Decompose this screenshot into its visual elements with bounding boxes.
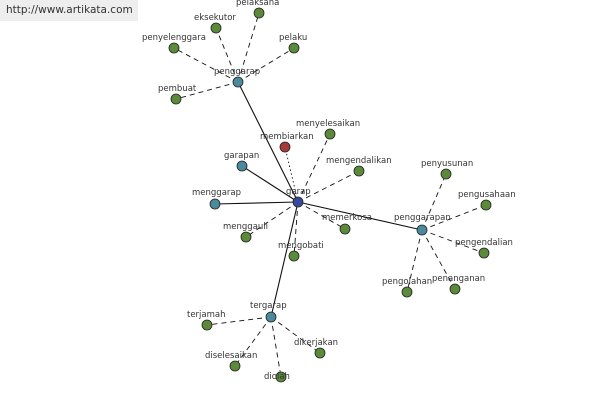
- node-label-garapan[interactable]: garapan: [224, 151, 259, 161]
- node-label-membiarkan[interactable]: membiarkan: [260, 132, 314, 142]
- edge-penggarapan-pengendalian: [421, 229, 485, 254]
- edge-penggarapan-penyusunan: [421, 173, 447, 231]
- node-label-menyelesaikan[interactable]: menyelesaikan: [296, 119, 360, 129]
- node-label-pengendalian[interactable]: pengendalian: [455, 238, 513, 248]
- node-label-diolah[interactable]: diolah: [264, 372, 290, 382]
- node-garap[interactable]: [292, 196, 304, 208]
- edge-tergarap-terjamah: [206, 316, 272, 326]
- edge-garap-garapan: [241, 165, 299, 203]
- node-menggauli[interactable]: [240, 231, 252, 243]
- node-label-pelaksana[interactable]: pelaksana: [236, 0, 279, 8]
- edge-garap-tergarap: [270, 201, 299, 318]
- node-pengolahan[interactable]: [401, 286, 413, 298]
- source-url-banner: http://www.artikata.com: [0, 0, 138, 21]
- node-dikerjakan[interactable]: [314, 347, 326, 359]
- edge-garap-mengendalikan: [297, 170, 360, 203]
- edge-garap-memerkosa: [297, 201, 346, 230]
- node-garapan[interactable]: [236, 160, 248, 172]
- node-memerkosa[interactable]: [339, 223, 351, 235]
- node-penggarapan[interactable]: [416, 224, 428, 236]
- node-label-penanganan[interactable]: penanganan: [432, 274, 485, 284]
- edge-penggarap-eksekutor: [215, 27, 239, 83]
- node-label-penyelenggara[interactable]: penyelenggara: [142, 33, 206, 43]
- edge-garap-penggarapan: [297, 201, 423, 231]
- node-penanganan[interactable]: [449, 283, 461, 295]
- edge-tergarap-dikerjakan: [270, 316, 321, 354]
- node-pembuat[interactable]: [170, 93, 182, 105]
- node-mengobati[interactable]: [288, 250, 300, 262]
- edge-garap-menggauli: [245, 201, 299, 238]
- node-label-memerkosa[interactable]: memerkosa: [322, 213, 372, 223]
- edge-tergarap-diselesaikan: [234, 316, 272, 367]
- node-diolah[interactable]: [275, 371, 287, 383]
- node-label-eksekutor[interactable]: eksekutor: [194, 13, 236, 23]
- edge-penggarapan-pengolahan: [406, 229, 423, 293]
- nodes-layer: [168, 7, 492, 383]
- edge-garap-menggarap: [214, 201, 299, 205]
- node-membiarkan[interactable]: [279, 141, 291, 153]
- node-label-menggauli[interactable]: menggauli: [223, 222, 268, 232]
- edge-penggarap-pembuat: [175, 81, 239, 100]
- edge-penggarapan-pengusahaan: [421, 204, 487, 231]
- node-penyelenggara[interactable]: [168, 42, 180, 54]
- node-label-dikerjakan[interactable]: dikerjakan: [294, 338, 338, 348]
- node-label-penggarap[interactable]: penggarap: [214, 67, 260, 77]
- edge-penggarapan-penanganan: [421, 229, 456, 290]
- node-pengendalian[interactable]: [478, 247, 490, 259]
- edges-layer: [173, 12, 487, 378]
- node-label-garap[interactable]: garap: [286, 187, 311, 197]
- node-pelaksana[interactable]: [253, 7, 265, 19]
- node-label-penggarapan[interactable]: penggarapan: [394, 213, 451, 223]
- node-label-pembuat[interactable]: pembuat: [158, 84, 197, 94]
- node-label-pelaku[interactable]: pelaku: [279, 33, 307, 43]
- edge-garap-mengobati: [293, 201, 299, 257]
- node-label-diselesaikan[interactable]: diselesaikan: [205, 351, 257, 361]
- node-eksekutor[interactable]: [210, 22, 222, 34]
- edge-tergarap-diolah: [270, 316, 282, 378]
- node-pengusahaan[interactable]: [480, 199, 492, 211]
- edge-garap-membiarkan: [284, 146, 299, 203]
- node-label-penyusunan[interactable]: penyusunan: [421, 159, 473, 169]
- node-label-mengobati[interactable]: mengobati: [278, 241, 324, 251]
- edge-garap-penggarap: [237, 81, 299, 203]
- node-pelaku[interactable]: [288, 42, 300, 54]
- node-diselesaikan[interactable]: [229, 360, 241, 372]
- edge-penggarap-pelaksana: [237, 12, 260, 83]
- node-label-pengolahan[interactable]: pengolahan: [382, 277, 432, 287]
- node-penyusunan[interactable]: [440, 168, 452, 180]
- node-label-menggarap[interactable]: menggarap: [192, 188, 241, 198]
- edge-garap-menyelesaikan: [297, 133, 331, 203]
- node-penggarap[interactable]: [232, 76, 244, 88]
- labels-layer: garap penggarap penggarapan tergarap garapan…: [142, 0, 516, 382]
- node-label-pengusahaan[interactable]: pengusahaan: [458, 190, 516, 200]
- node-mengendalikan[interactable]: [353, 165, 365, 177]
- node-menyelesaikan[interactable]: [324, 128, 336, 140]
- edge-penggarap-pelaku: [237, 47, 295, 83]
- node-label-tergarap[interactable]: tergarap: [250, 301, 287, 311]
- node-label-terjamah[interactable]: terjamah: [187, 310, 226, 320]
- edge-penggarap-penyelenggara: [173, 47, 239, 83]
- node-menggarap[interactable]: [209, 198, 221, 210]
- node-tergarap[interactable]: [265, 311, 277, 323]
- node-label-mengendalikan[interactable]: mengendalikan: [326, 156, 392, 166]
- node-terjamah[interactable]: [201, 319, 213, 331]
